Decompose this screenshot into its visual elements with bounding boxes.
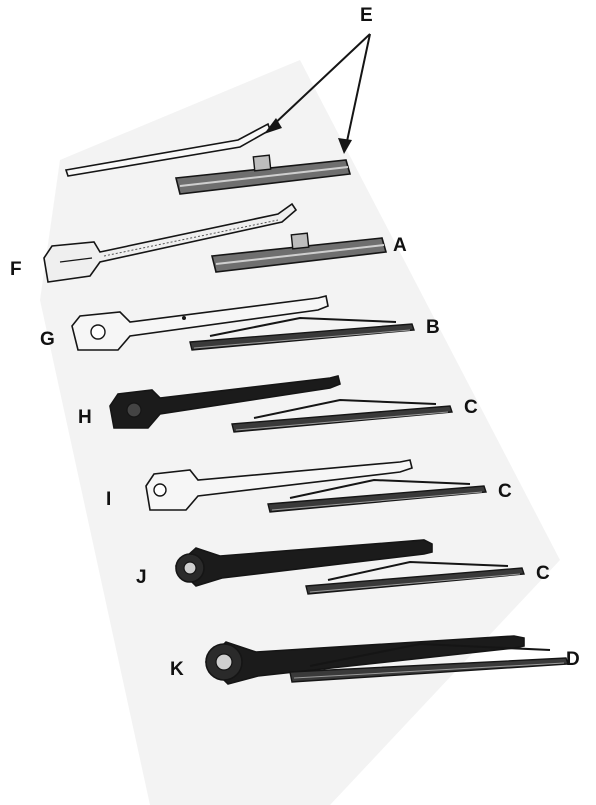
label-b: B (426, 318, 440, 337)
label-j: J (136, 568, 147, 587)
label-c-1: C (464, 398, 478, 417)
label-f: F (10, 260, 22, 279)
label-a: A (393, 236, 407, 255)
label-k: K (170, 660, 184, 679)
label-h: H (78, 408, 92, 427)
label-c-2: C (498, 482, 512, 501)
label-d: D (566, 650, 580, 669)
label-g: G (40, 330, 55, 349)
label-e: E (360, 6, 373, 25)
label-c-3: C (536, 564, 550, 583)
label-i: I (106, 490, 111, 509)
